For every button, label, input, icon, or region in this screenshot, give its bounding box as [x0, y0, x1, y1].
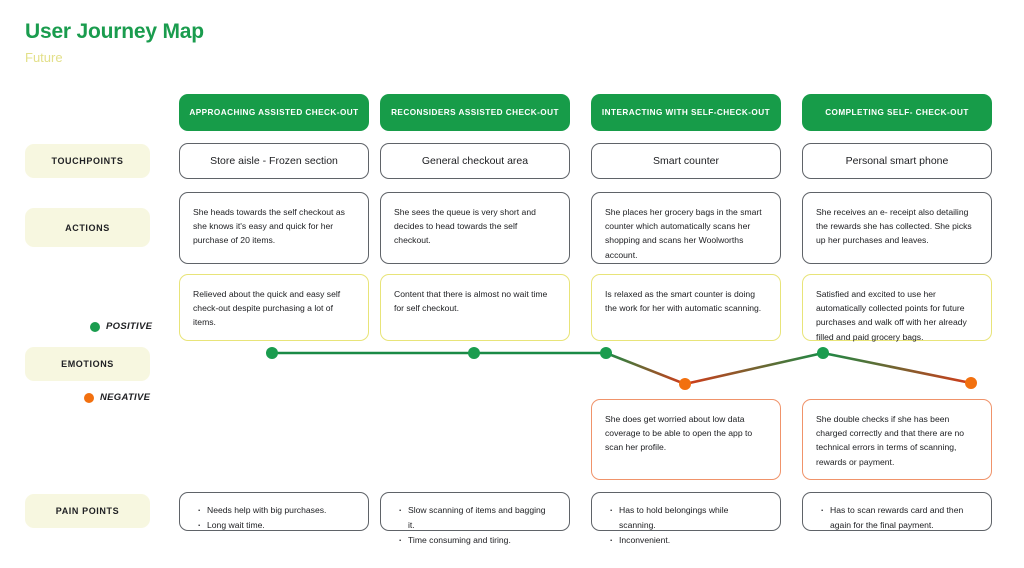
emotion-point-positive[interactable]	[266, 347, 278, 359]
pain-points-list-3: Has to hold belongings while scanning. I…	[608, 502, 764, 548]
pain-point-item: Has to scan rewards card and then again …	[819, 502, 975, 533]
negative-dot-icon	[84, 392, 94, 403]
action-card-3[interactable]: She places her grocery bags in the smart…	[591, 192, 781, 264]
legend-positive: POSITIVE	[90, 321, 152, 332]
phase-header-1[interactable]: APPROACHING ASSISTED CHECK-OUT	[179, 94, 369, 131]
action-card-2[interactable]: She sees the queue is very short and dec…	[380, 192, 570, 264]
action-card-1[interactable]: She heads towards the self checkout as s…	[179, 192, 369, 264]
touchpoint-card-4[interactable]: Personal smart phone	[802, 143, 992, 179]
row-label-touchpoints: TOUCHPOINTS	[25, 144, 150, 178]
action-card-4[interactable]: She receives an e- receipt also detailin…	[802, 192, 992, 264]
emotion-point-positive[interactable]	[817, 347, 829, 359]
emotion-line-segment	[821, 351, 973, 385]
emotion-line-segment	[683, 351, 825, 386]
emotion-positive-card-2[interactable]: Content that there is almost no wait tim…	[380, 274, 570, 341]
row-label-actions: ACTIONS	[25, 208, 150, 247]
emotion-point-negative[interactable]	[965, 377, 977, 389]
emotion-negative-card-4[interactable]: She double checks if she has been charge…	[802, 399, 992, 480]
pain-point-item: Time consuming and tiring.	[397, 532, 553, 548]
pain-points-card-3[interactable]: Has to hold belongings while scanning. I…	[591, 492, 781, 548]
emotion-point-negative[interactable]	[679, 378, 691, 390]
pain-point-item: Slow scanning of items and bagging it.	[397, 502, 553, 533]
pain-points-list-1: Needs help with big purchases. Long wait…	[196, 502, 352, 533]
pain-points-card-1[interactable]: Needs help with big purchases. Long wait…	[179, 492, 369, 533]
legend-negative: NEGATIVE	[84, 392, 150, 403]
phase-header-2[interactable]: RECONSIDERS ASSISTED CHECK-OUT	[380, 94, 570, 131]
pain-point-item: Has to hold belongings while scanning.	[608, 502, 764, 533]
emotion-negative-card-3[interactable]: She does get worried about low data cove…	[591, 399, 781, 480]
emotion-positive-card-1[interactable]: Relieved about the quick and easy self c…	[179, 274, 369, 341]
pain-points-card-2[interactable]: Slow scanning of items and bagging it. T…	[380, 492, 570, 548]
phase-header-3[interactable]: INTERACTING WITH SELF-CHECK-OUT	[591, 94, 781, 131]
pain-points-list-4: Has to scan rewards card and then again …	[819, 502, 975, 533]
positive-dot-icon	[90, 321, 100, 332]
pain-point-item: Needs help with big purchases.	[196, 502, 352, 518]
emotion-positive-card-3[interactable]: Is relaxed as the smart counter is doing…	[591, 274, 781, 341]
emotion-point-positive[interactable]	[468, 347, 480, 359]
touchpoint-card-3[interactable]: Smart counter	[591, 143, 781, 179]
legend-positive-label: POSITIVE	[106, 321, 153, 332]
phase-header-4[interactable]: COMPLETING SELF- CHECK-OUT	[802, 94, 992, 131]
pain-point-item: Long wait time.	[196, 517, 352, 533]
row-label-emotions: EMOTIONS	[25, 347, 150, 381]
page-subtitle: Future	[25, 50, 63, 65]
emotion-line-group	[266, 347, 977, 390]
page-title: User Journey Map	[25, 20, 204, 43]
pain-points-card-4[interactable]: Has to scan rewards card and then again …	[802, 492, 992, 531]
pain-points-list-2: Slow scanning of items and bagging it. T…	[397, 502, 553, 548]
legend-negative-label: NEGATIVE	[100, 392, 151, 403]
pain-point-item: Inconvenient.	[608, 532, 764, 548]
row-label-pain-points: PAIN POINTS	[25, 494, 150, 528]
emotion-positive-card-4[interactable]: Satisfied and excited to use her automat…	[802, 274, 992, 342]
touchpoint-card-2[interactable]: General checkout area	[380, 143, 570, 179]
touchpoint-card-1[interactable]: Store aisle - Frozen section	[179, 143, 369, 179]
emotion-line-segment	[604, 351, 687, 386]
emotion-point-positive[interactable]	[600, 347, 612, 359]
